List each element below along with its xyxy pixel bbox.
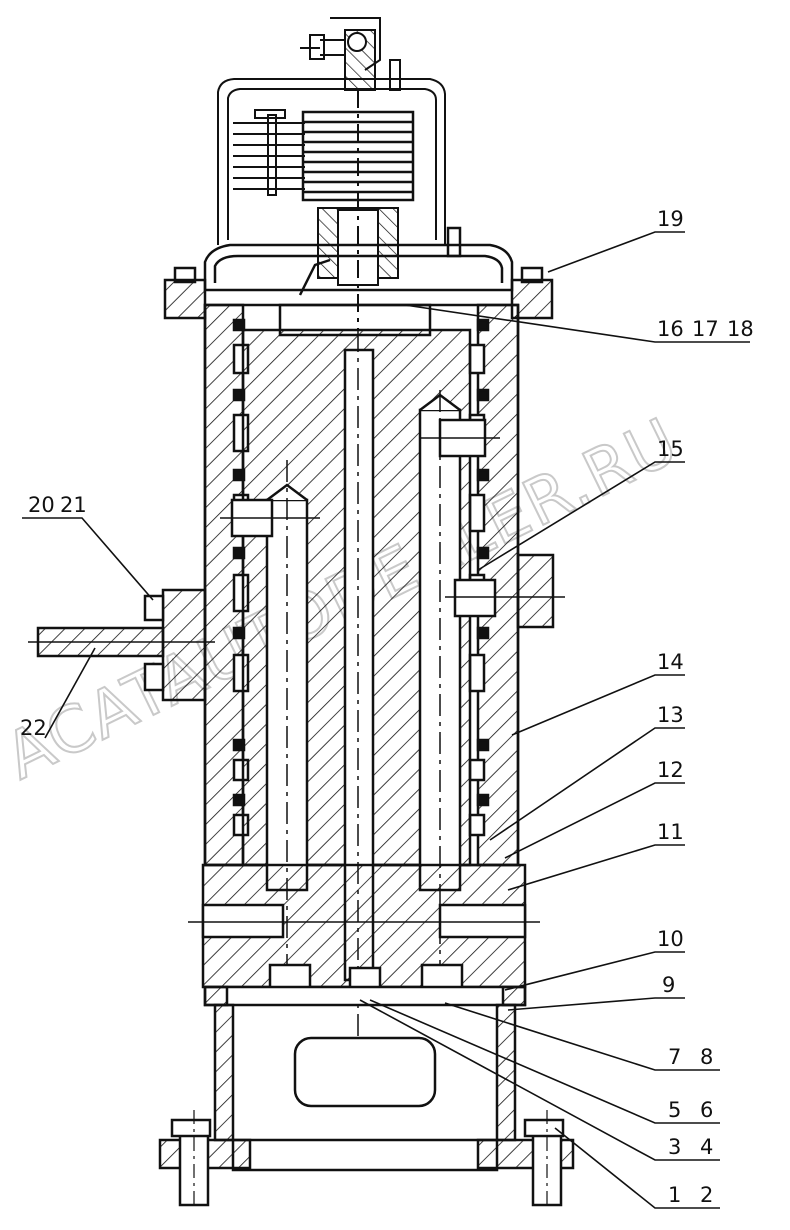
callout-7: 7 [668, 1045, 681, 1069]
base-stand [158, 1003, 575, 1210]
callout-12: 12 [657, 758, 684, 782]
callout-5: 5 [668, 1098, 681, 1122]
callout-3: 3 [668, 1135, 681, 1159]
callout-labels: 19 16 17 18 15 20 21 22 14 13 12 11 10 9… [20, 207, 754, 1207]
bottom-flange [188, 863, 540, 1007]
callout-18: 18 [727, 317, 754, 341]
callout-4: 4 [700, 1135, 713, 1159]
side-bracket-left [28, 588, 215, 702]
callout-1: 1 [668, 1183, 681, 1207]
callout-10: 10 [657, 927, 684, 951]
callout-19: 19 [657, 207, 684, 231]
callout-11: 11 [657, 820, 684, 844]
callout-17: 17 [692, 317, 719, 341]
callout-6: 6 [700, 1098, 713, 1122]
callout-22: 22 [20, 716, 47, 740]
callout-21: 21 [60, 493, 87, 517]
callout-13: 13 [657, 703, 684, 727]
top-flange [163, 226, 554, 337]
callout-14: 14 [657, 650, 684, 674]
side-port-right [516, 553, 555, 629]
callout-15: 15 [657, 437, 684, 461]
brush-assembly [233, 109, 305, 196]
callout-9: 9 [662, 973, 675, 997]
leader-lines [22, 231, 750, 1209]
callout-2: 2 [700, 1183, 713, 1207]
callout-20: 20 [28, 493, 55, 517]
callout-16: 16 [657, 317, 684, 341]
slip-ring-cover [217, 17, 446, 330]
callout-8: 8 [700, 1045, 713, 1069]
